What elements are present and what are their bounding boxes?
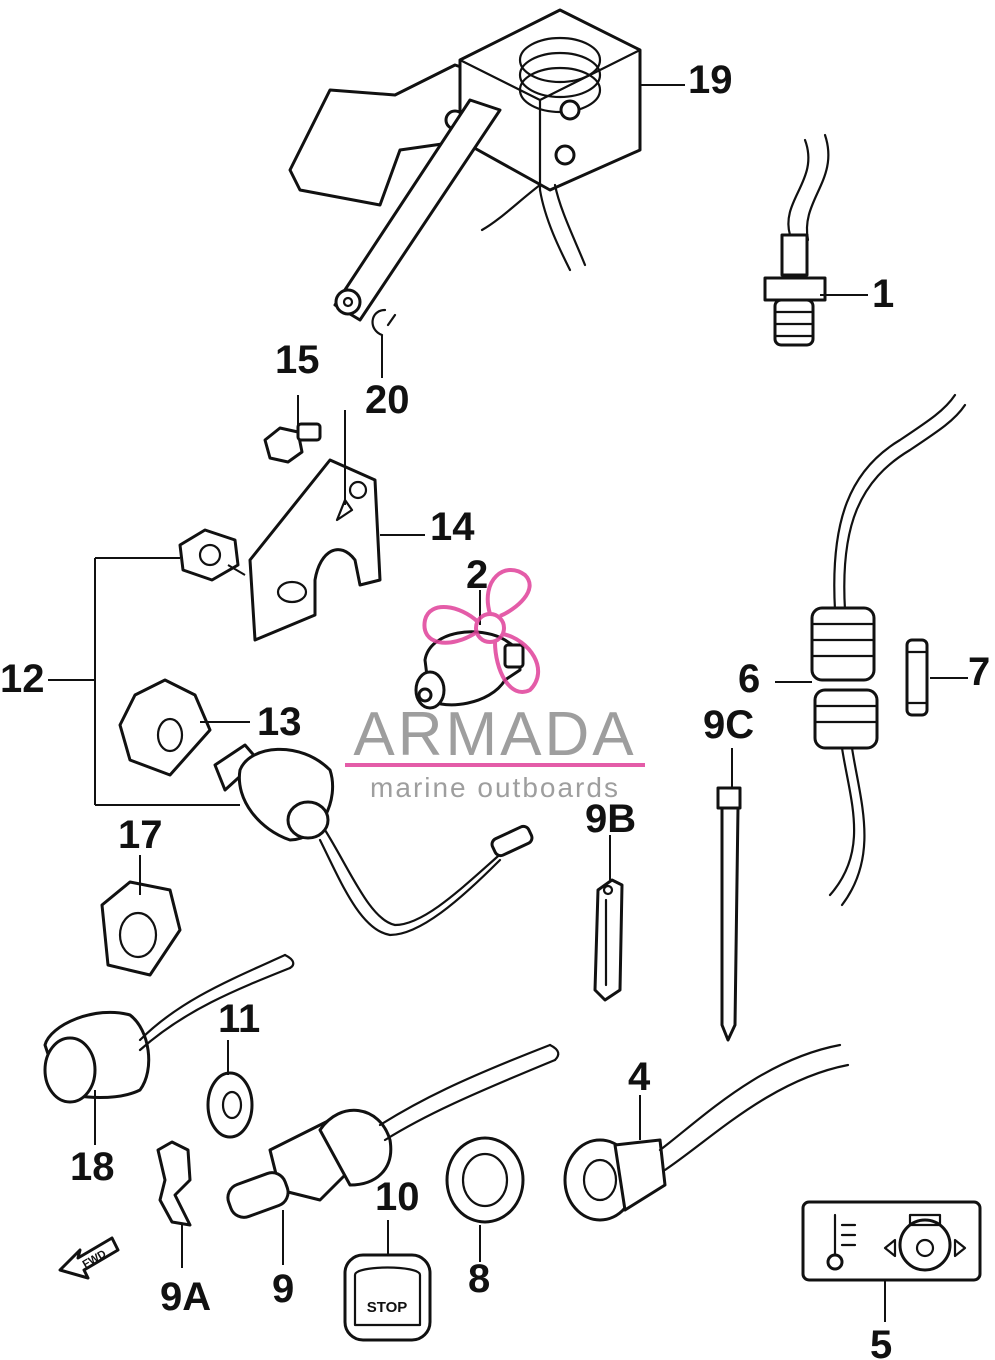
propeller-logo-icon [422, 568, 541, 694]
stop-decal-text: STOP [367, 1299, 408, 1316]
leader-lines [48, 84, 968, 1322]
callout-18: 18 [70, 1145, 115, 1189]
part-6-fuse-holder [810, 393, 967, 907]
part-14-bracket [248, 410, 382, 642]
part-9b-clamp [593, 878, 624, 1002]
callout-17: 17 [118, 813, 163, 857]
callout-12: 12 [0, 657, 45, 701]
part-4-lamp [563, 1043, 850, 1222]
part-10-stop-decal: STOP [343, 1253, 432, 1342]
fwd-arrow: FWD [58, 1236, 120, 1280]
callout-2: 2 [466, 553, 488, 597]
watermark-subtitle: marine outboards [370, 772, 620, 803]
part-19-solenoid [288, 8, 642, 322]
callout-15: 15 [275, 338, 320, 382]
callout-1: 1 [872, 272, 894, 316]
callout-9b: 9B [585, 797, 636, 841]
callout-10: 10 [375, 1175, 420, 1219]
callout-13: 13 [257, 700, 302, 744]
callout-6: 6 [738, 657, 760, 701]
watermark-title: ARMADA [353, 700, 636, 769]
callout-4: 4 [628, 1055, 651, 1099]
part-8-grommet [445, 1136, 525, 1224]
watermark: ARMADA marine outboards [345, 568, 645, 803]
callout-20: 20 [365, 378, 410, 422]
callout-19: 19 [688, 58, 733, 102]
callout-labels: 19 1 15 20 14 2 12 6 7 13 9C 9B 17 11 4 … [0, 58, 990, 1360]
callout-7: 7 [968, 650, 990, 694]
part-1-sender [763, 133, 830, 347]
callout-5: 5 [870, 1323, 892, 1360]
part-9c-cable-tie [716, 786, 742, 1042]
thermometer-icon [826, 1213, 857, 1271]
callout-11: 11 [218, 997, 260, 1041]
callout-8: 8 [468, 1257, 490, 1301]
callout-9a: 9A [160, 1275, 211, 1319]
callout-9c: 9C [703, 703, 754, 747]
part-2-switch [414, 630, 525, 710]
part-20-clip [371, 308, 397, 337]
part-7-fuse [905, 638, 929, 717]
part-15-bolt [263, 422, 322, 464]
part-9-stop-switch [226, 1043, 560, 1219]
part-5-indicator-label [801, 1200, 982, 1282]
callout-14: 14 [430, 505, 475, 549]
fwd-arrow-text: FWD [81, 1248, 109, 1271]
callout-9: 9 [272, 1267, 294, 1311]
oil-pressure-icon [883, 1213, 967, 1272]
part-9a-clip [156, 1140, 192, 1227]
part-17-nut [100, 880, 182, 977]
part-12-switch-assembly [118, 528, 534, 937]
part-11-washer [206, 1071, 254, 1139]
